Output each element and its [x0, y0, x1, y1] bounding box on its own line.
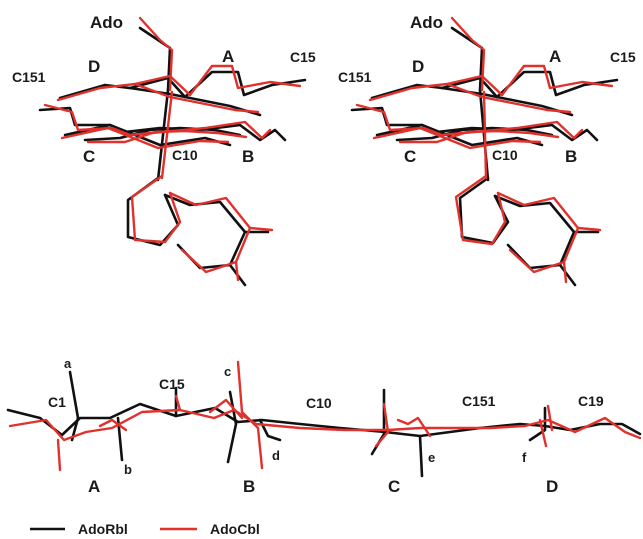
c1-label: C1	[48, 394, 66, 410]
ring-c-label-right: C	[404, 147, 416, 166]
side-ring-a-label: A	[88, 477, 100, 496]
side-label-c: c	[224, 364, 231, 379]
ring-d-label: D	[88, 57, 100, 76]
c151-label: C151	[12, 69, 46, 85]
stereo-view-right: Ado D A C151 C15 C C10 B	[338, 13, 636, 287]
adocbl-structure-left	[43, 16, 302, 282]
ring-d-label-right: D	[412, 57, 424, 76]
side-label-b: b	[124, 462, 132, 477]
c19-label: C19	[578, 393, 604, 409]
c15-label-right: C15	[610, 49, 636, 65]
side-ring-b-label: B	[243, 477, 255, 496]
side-ring-c-label: C	[388, 477, 400, 496]
side-label-a: a	[64, 356, 72, 371]
ring-a-label-right: A	[549, 47, 561, 66]
side-label-d: d	[272, 448, 280, 463]
adocbl-side-trace	[8, 360, 642, 472]
side-view: a C1 b C15 c C10 d e C151 f C19 A B C D	[6, 356, 642, 496]
c10-label-right: C10	[492, 147, 518, 163]
side-label-f: f	[522, 450, 527, 465]
adocbl-structure-right	[355, 16, 614, 284]
side-c10-label: C10	[306, 395, 332, 411]
side-ring-d-label: D	[546, 477, 558, 496]
ring-c-label: C	[83, 147, 95, 166]
legend: AdoRbl AdoCbl	[30, 521, 260, 537]
ring-b-label-right: B	[565, 147, 577, 166]
ado-label-right: Ado	[410, 13, 443, 32]
ring-a-label: A	[222, 47, 234, 66]
legend-label-adocbl: AdoCbl	[210, 521, 260, 537]
c15-label: C15	[290, 49, 316, 65]
ado-label: Ado	[90, 13, 123, 32]
stereo-view-left: Ado D A C151 C15 C C10 B	[12, 13, 316, 287]
side-c151-label: C151	[462, 393, 496, 409]
adorbl-side-trace	[6, 370, 642, 478]
side-label-e: e	[428, 450, 435, 465]
side-c15-label: C15	[159, 376, 185, 392]
c151-label-right: C151	[338, 69, 372, 85]
c10-label: C10	[172, 147, 198, 163]
ring-b-label: B	[242, 147, 254, 166]
legend-label-adorbl: AdoRbl	[78, 521, 128, 537]
